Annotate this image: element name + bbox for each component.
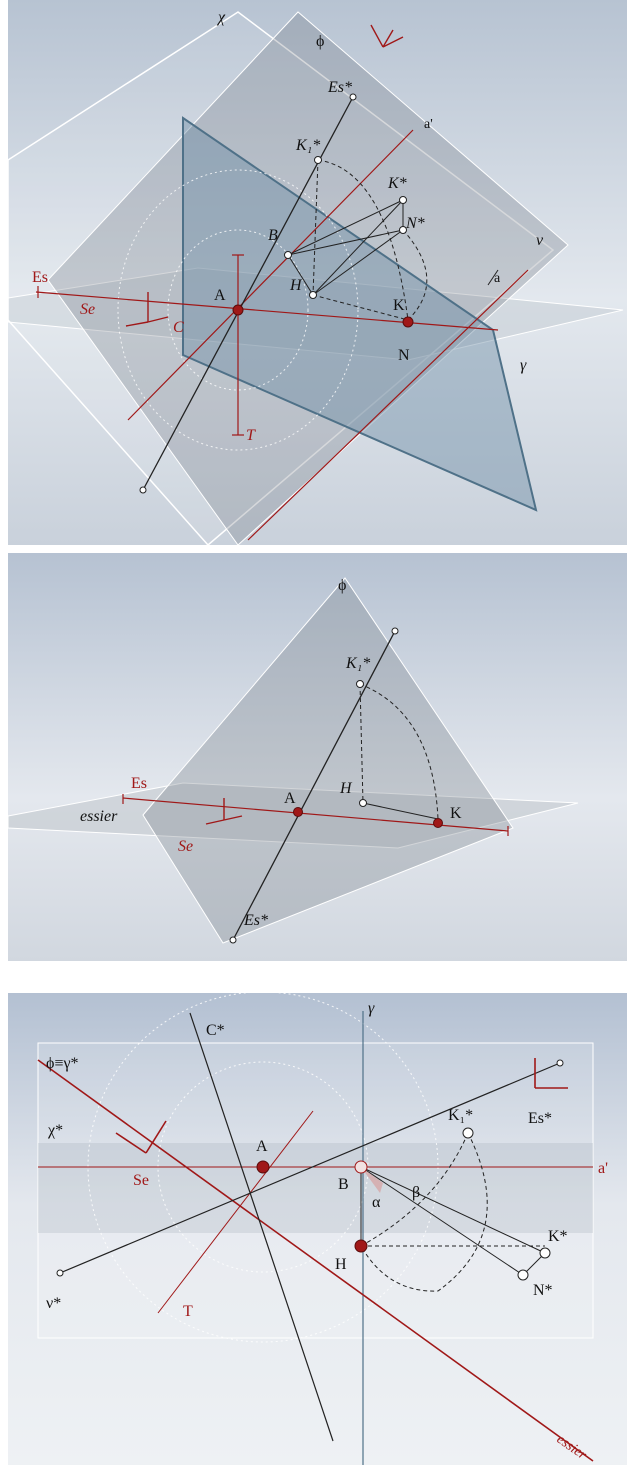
dashed-lines-2 xyxy=(359,683,439,820)
label-a-prime-3: a' xyxy=(598,1160,608,1177)
label-phi: ϕ xyxy=(316,33,324,50)
label-a-prime: a' xyxy=(424,117,433,132)
label-k1-star-2: K₁* xyxy=(345,655,370,672)
label-beta: β xyxy=(412,1184,420,1201)
label-b-3: B xyxy=(338,1176,349,1193)
point-k xyxy=(402,316,414,328)
label-se-3: Se xyxy=(133,1172,149,1189)
label-chi: χ xyxy=(216,9,226,26)
label-nu: ν xyxy=(536,232,544,249)
es-star-axis xyxy=(59,1062,561,1274)
label-se: Se xyxy=(80,301,95,318)
point-a-2 xyxy=(293,807,303,817)
label-es-star: Es* xyxy=(327,79,352,96)
label-k1-star: K₁* xyxy=(295,137,320,154)
projection-frame xyxy=(37,1042,594,1339)
frame-icon-2 xyxy=(125,292,169,327)
frame-icon-3 xyxy=(205,798,243,825)
frame-icon-4 xyxy=(534,1058,568,1089)
label-c: C xyxy=(173,319,184,336)
dashed-lines xyxy=(312,159,428,321)
label-es: Es xyxy=(32,269,48,286)
es-axis-2 xyxy=(232,630,396,941)
label-es-star-3: Es* xyxy=(528,1110,552,1127)
frame-icon xyxy=(370,24,404,48)
dotted-circles xyxy=(117,169,359,451)
label-k-star-3: K* xyxy=(548,1228,568,1245)
essier-line xyxy=(37,1059,594,1462)
label-k1-star-3: K₁* xyxy=(448,1107,473,1124)
label-a-3: A xyxy=(256,1138,268,1155)
perspective-diagram-2: ϕ K₁* H Es essier A K Se Es* xyxy=(8,577,579,944)
label-n-star-3: N* xyxy=(533,1282,553,1299)
plane-gamma xyxy=(182,116,538,512)
label-c-star: C* xyxy=(206,1022,225,1039)
label-h-2: H xyxy=(339,780,353,797)
dashed-lines-3 xyxy=(360,1132,545,1292)
label-a-point: A xyxy=(214,287,226,304)
label-phi-gamma: ϕ≡γ* xyxy=(46,1055,79,1072)
panel-bottom-projection: γ ϕ≡γ* C* χ* Se Es* K₁* A a' B α β K* H … xyxy=(8,993,627,1465)
red-lines xyxy=(35,129,529,541)
red-lines-2 xyxy=(122,794,509,836)
frame-icon-5 xyxy=(115,1120,167,1154)
t-line xyxy=(157,1110,314,1314)
label-n-star: N* xyxy=(405,215,425,232)
label-nu-star: ν* xyxy=(46,1295,61,1312)
projection-diagram: γ ϕ≡γ* C* χ* Se Es* K₁* A a' B α β K* H … xyxy=(37,993,608,1465)
label-alpha: α xyxy=(372,1194,381,1211)
plane-phi xyxy=(47,11,569,545)
panel-top-perspective: χ ϕ Es* a' K₁* K* N* ν a B H A K N γ Es … xyxy=(8,0,627,545)
label-essier: essier xyxy=(80,808,118,825)
label-se-2: Se xyxy=(178,838,193,855)
plane-phi-2 xyxy=(142,577,514,944)
label-k-2: K xyxy=(450,805,462,822)
label-k-star: K* xyxy=(387,175,407,192)
plane-chi xyxy=(8,11,555,545)
horizontal-plane xyxy=(8,267,624,361)
label-n: N xyxy=(398,347,410,364)
label-gamma: γ xyxy=(520,357,527,374)
point-a xyxy=(232,304,244,316)
label-a-2: A xyxy=(284,790,296,807)
point-a-3 xyxy=(256,1160,270,1174)
label-es-star-2: Es* xyxy=(243,912,268,929)
label-h: H xyxy=(289,277,303,294)
construction-lines xyxy=(287,199,499,296)
label-t-3: T xyxy=(183,1303,193,1320)
label-phi-2: ϕ xyxy=(338,577,346,594)
label-es-2: Es xyxy=(131,775,147,792)
label-k: K xyxy=(393,297,405,314)
label-a: a xyxy=(494,271,501,286)
c-star-axis xyxy=(189,1012,334,1442)
label-h-3: H xyxy=(335,1256,347,1273)
label-chi-star: χ* xyxy=(47,1122,63,1139)
label-gamma-3: γ xyxy=(368,1000,375,1017)
essier-plane xyxy=(8,782,579,849)
label-t: T xyxy=(246,427,256,444)
label-b: B xyxy=(268,227,278,244)
point-k-2 xyxy=(433,818,443,828)
label-essier-3: essier xyxy=(554,1432,590,1463)
perspective-diagram-1: χ ϕ Es* a' K₁* K* N* ν a B H A K N γ Es … xyxy=(8,9,624,545)
point-h-3 xyxy=(354,1239,368,1253)
panel-middle-perspective: ϕ K₁* H Es essier A K Se Es* xyxy=(8,553,627,961)
